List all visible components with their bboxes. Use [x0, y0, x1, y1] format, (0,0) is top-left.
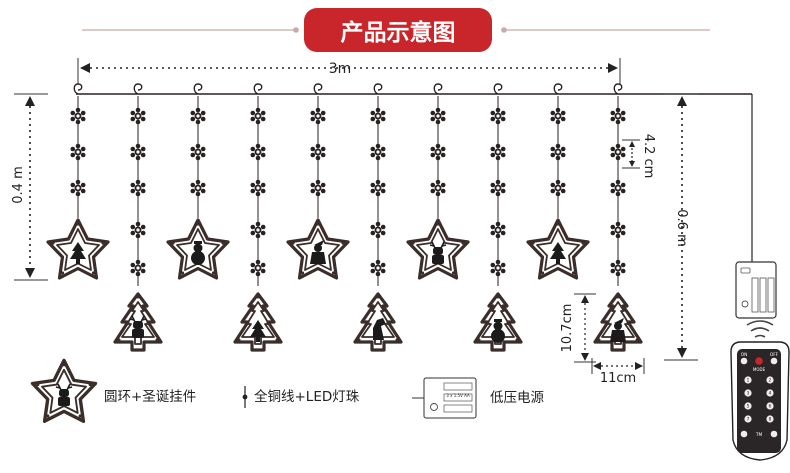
- string-4: [233, 83, 283, 352]
- remote-button-7: 7: [747, 417, 750, 423]
- string-7: [406, 83, 470, 280]
- remote-on-label: ON: [741, 352, 748, 358]
- bead-spacing-label: 4.2 cm: [641, 134, 656, 179]
- battery-spec-label: 3 x 1.5V AA: [446, 393, 470, 398]
- remote-tm-label: TM: [755, 432, 763, 438]
- remote-off-label: OFF: [770, 352, 779, 358]
- string-2: [113, 83, 163, 352]
- remote-mode-label: MODE: [753, 367, 766, 372]
- wireless-signal-icon: [746, 320, 774, 326]
- curtain-strings: [46, 83, 643, 352]
- remote-button-8: 8: [769, 417, 772, 423]
- string-9: [526, 83, 590, 280]
- led-bead-icon: [242, 394, 248, 400]
- remote-button-5: 5: [747, 404, 750, 410]
- ornament-width-label: 11cm: [600, 371, 636, 386]
- drop-long-label: 0.6 m: [674, 209, 689, 246]
- remote-button-4: 4: [769, 391, 772, 397]
- drop-short-label: 0.4 m: [11, 166, 26, 203]
- top-wire: [76, 93, 753, 262]
- page-title: 产品示意图: [341, 19, 456, 46]
- drop-long-dimension: 0.6 m: [664, 93, 698, 361]
- legend-ornament: 圆环+圣诞挂件: [30, 358, 196, 423]
- ornament-height-dimension: 10.7cm: [560, 293, 596, 363]
- width-dimension: 3m: [77, 58, 621, 84]
- drop-short-dimension: 0.4 m: [11, 93, 48, 281]
- ornament-width-dimension: 11cm: [591, 358, 645, 386]
- remote-button-1: 1: [747, 378, 750, 384]
- battery-box: [735, 261, 777, 319]
- remote-button-6: 6: [769, 404, 772, 410]
- string-3: [166, 83, 230, 280]
- legend-power: 3 x 1.5V AA 低压电源: [412, 377, 544, 419]
- remote-control: ON OFF MODE 1 2 3 4 5 6 7 8 TM: [730, 320, 790, 461]
- header: 产品示意图: [82, 8, 710, 52]
- remote-button-3: 3: [747, 391, 750, 397]
- ornament-height-label: 10.7cm: [560, 304, 575, 353]
- width-label: 3m: [329, 61, 352, 77]
- bead-spacing-dimension: 4.2 cm: [622, 134, 656, 179]
- string-1: [46, 83, 110, 280]
- legend-wire: 全铜线+LED灯珠: [242, 386, 360, 408]
- battery-switch-icon: [430, 403, 438, 411]
- title-badge: [304, 8, 492, 52]
- string-8: [473, 83, 523, 352]
- legend-ornament-label: 圆环+圣诞挂件: [104, 389, 196, 405]
- string-6: [353, 83, 403, 352]
- string-10: [593, 83, 643, 352]
- legend-power-label: 低压电源: [490, 390, 544, 406]
- remote-button-2: 2: [769, 378, 772, 384]
- legend-wire-label: 全铜线+LED灯珠: [254, 388, 360, 405]
- string-5: [286, 83, 350, 280]
- legend: 圆环+圣诞挂件 全铜线+LED灯珠 3 x 1.5V AA 低压电源: [30, 358, 544, 423]
